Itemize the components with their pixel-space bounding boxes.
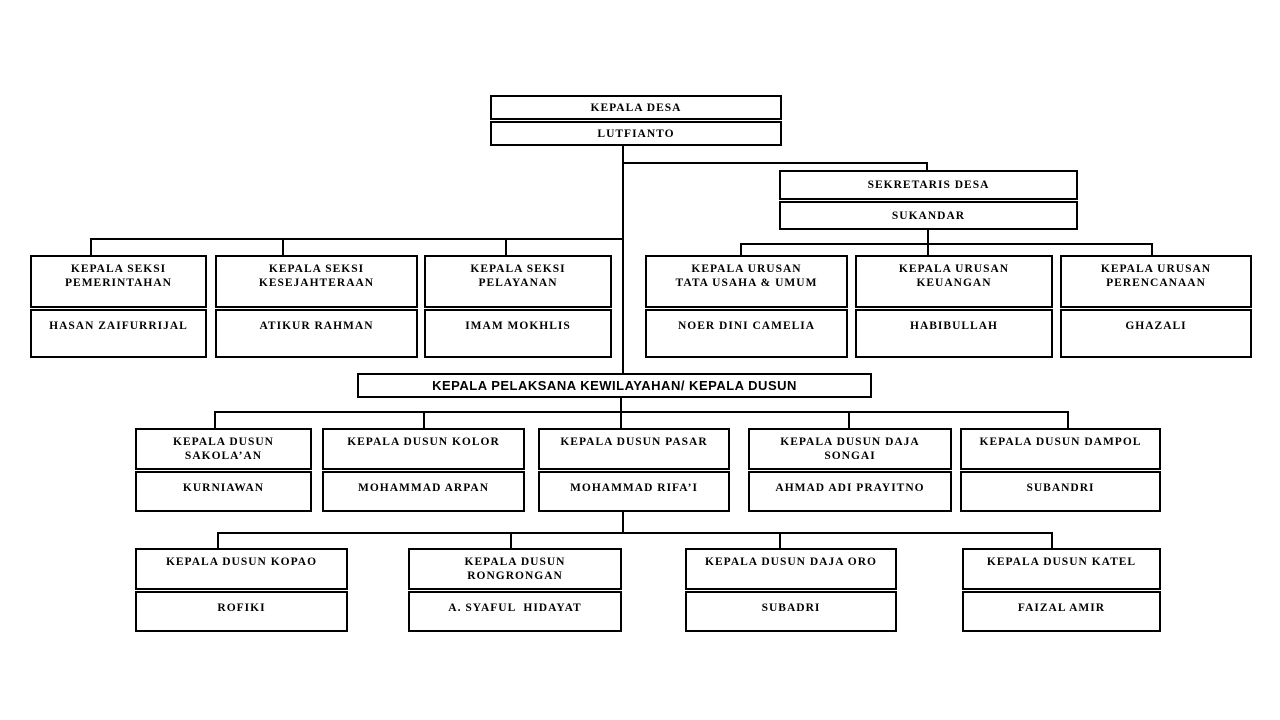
connector-sekretaris-in — [926, 162, 928, 172]
org-node-seksi-kesejahteraan: KEPALA SEKSI KESEJAHTERAAN ATIKUR RAHMAN — [215, 255, 418, 358]
node-title: KEPALA DUSUN DAMPOL — [960, 428, 1161, 470]
connector-drop — [620, 411, 622, 430]
org-banner-kepala-pelaksana-kewilayahan: KEPALA PELAKSANA KEWILAYAHAN/ KEPALA DUS… — [357, 373, 872, 398]
node-name: NOER DINI CAMELIA — [645, 309, 848, 358]
org-node-sekretaris-desa: SEKRETARIS DESA SUKANDAR — [779, 170, 1078, 230]
org-node-dusun-kolor: KEPALA DUSUN KOLOR MOHAMMAD ARPAN — [322, 428, 525, 512]
node-name: LUTFIANTO — [490, 121, 782, 146]
connector-dusun-bus-2 — [217, 532, 1053, 534]
connector-drop — [779, 532, 781, 550]
node-name: MOHAMMAD ARPAN — [322, 471, 525, 512]
node-name: HASAN ZAIFURRIJAL — [30, 309, 207, 358]
node-title: KEPALA DUSUN DAJA ORO — [685, 548, 897, 590]
org-node-dusun-katel: KEPALA DUSUN KATEL FAIZAL AMIR — [962, 548, 1161, 632]
org-node-seksi-pelayanan: KEPALA SEKSI PELAYANAN IMAM MOKHLIS — [424, 255, 612, 358]
connector-banner-out — [620, 396, 622, 413]
connector-pasar-out — [622, 510, 624, 534]
node-title: KEPALA SEKSI KESEJAHTERAAN — [215, 255, 418, 308]
node-title: KEPALA SEKSI PELAYANAN — [424, 255, 612, 308]
node-name: SUBADRI — [685, 591, 897, 632]
node-title: KEPALA DUSUN KOPAO — [135, 548, 348, 590]
org-node-urusan-keuangan: KEPALA URUSAN KEUANGAN HABIBULLAH — [855, 255, 1053, 358]
org-node-dusun-daja-oro: KEPALA DUSUN DAJA ORO SUBADRI — [685, 548, 897, 632]
connector-drop — [90, 238, 92, 257]
node-name: ROFIKI — [135, 591, 348, 632]
connector-drop — [1051, 532, 1053, 550]
org-node-urusan-perencanaan: KEPALA URUSAN PERENCANAAN GHAZALI — [1060, 255, 1252, 358]
connector-drop — [1067, 411, 1069, 430]
org-node-urusan-tata-usaha-umum: KEPALA URUSAN TATA USAHA & UMUM NOER DIN… — [645, 255, 848, 358]
connector-drop — [217, 532, 219, 550]
connector-drop — [848, 411, 850, 430]
connector-drop — [505, 238, 507, 257]
node-title: KEPALA DUSUN KATEL — [962, 548, 1161, 590]
org-node-dusun-kopao: KEPALA DUSUN KOPAO ROFIKI — [135, 548, 348, 632]
node-name: SUBANDRI — [960, 471, 1161, 512]
connector-urusan-bus — [740, 243, 1153, 245]
node-name: AHMAD ADI PRAYITNO — [748, 471, 952, 512]
connector-drop — [1151, 243, 1153, 257]
node-title: KEPALA DUSUN DAJA SONGAI — [748, 428, 952, 470]
node-title: KEPALA DUSUN RONGRONGAN — [408, 548, 622, 590]
connector-drop — [740, 243, 742, 257]
node-name: HABIBULLAH — [855, 309, 1053, 358]
node-name: GHAZALI — [1060, 309, 1252, 358]
node-name: SUKANDAR — [779, 201, 1078, 230]
connector-drop — [510, 532, 512, 550]
connector-main-vertical — [622, 144, 624, 373]
connector-seksi-bus — [90, 238, 624, 240]
connector-dusun-bus-1 — [214, 411, 1069, 413]
node-title: KEPALA DESA — [490, 95, 782, 120]
org-node-dusun-pasar: KEPALA DUSUN PASAR MOHAMMAD RIFA’I — [538, 428, 730, 512]
org-node-kepala-desa: KEPALA DESA LUTFIANTO — [490, 95, 782, 146]
org-node-dusun-dampol: KEPALA DUSUN DAMPOL SUBANDRI — [960, 428, 1161, 512]
org-node-dusun-sakolaan: KEPALA DUSUN SAKOLA’AN KURNIAWAN — [135, 428, 312, 512]
connector-sekretaris-out — [927, 228, 929, 245]
node-title: KEPALA URUSAN KEUANGAN — [855, 255, 1053, 308]
node-title: KEPALA SEKSI PEMERINTAHAN — [30, 255, 207, 308]
org-node-dusun-rongrongan: KEPALA DUSUN RONGRONGAN A. SYAFUL HIDAYA… — [408, 548, 622, 632]
node-name: KURNIAWAN — [135, 471, 312, 512]
node-title: KEPALA URUSAN TATA USAHA & UMUM — [645, 255, 848, 308]
node-name: FAIZAL AMIR — [962, 591, 1161, 632]
connector-drop — [282, 238, 284, 257]
node-name: IMAM MOKHLIS — [424, 309, 612, 358]
node-name: ATIKUR RAHMAN — [215, 309, 418, 358]
node-title: KEPALA URUSAN PERENCANAAN — [1060, 255, 1252, 308]
node-title: KEPALA DUSUN PASAR — [538, 428, 730, 470]
connector-drop — [423, 411, 425, 430]
connector-to-sekretaris — [622, 162, 928, 164]
node-title: KEPALA DUSUN SAKOLA’AN — [135, 428, 312, 470]
connector-drop — [214, 411, 216, 430]
connector-drop — [927, 243, 929, 257]
node-title: SEKRETARIS DESA — [779, 170, 1078, 200]
node-name: A. SYAFUL HIDAYAT — [408, 591, 622, 632]
node-name: MOHAMMAD RIFA’I — [538, 471, 730, 512]
node-title: KEPALA DUSUN KOLOR — [322, 428, 525, 470]
org-node-seksi-pemerintahan: KEPALA SEKSI PEMERINTAHAN HASAN ZAIFURRI… — [30, 255, 207, 358]
org-node-dusun-daja-songai: KEPALA DUSUN DAJA SONGAI AHMAD ADI PRAYI… — [748, 428, 952, 512]
